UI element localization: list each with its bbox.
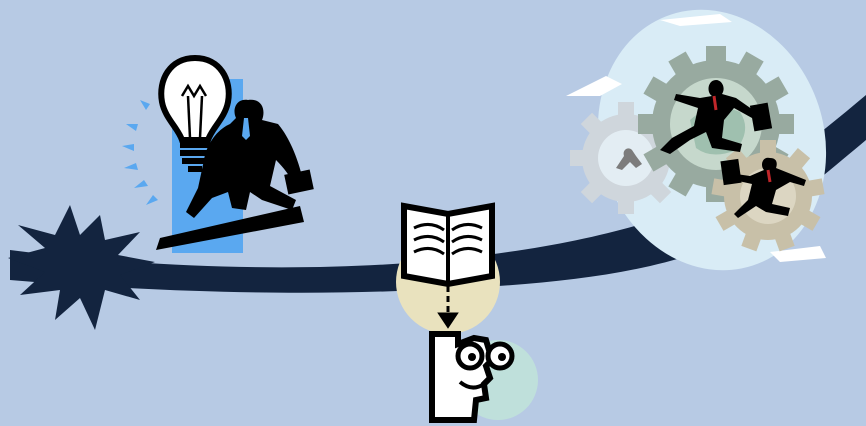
briefcase-icon	[720, 159, 741, 185]
idea-businessman-group	[122, 58, 314, 253]
open-book-icon	[404, 206, 492, 284]
glow-rays	[122, 100, 158, 205]
learning-group	[396, 206, 538, 420]
